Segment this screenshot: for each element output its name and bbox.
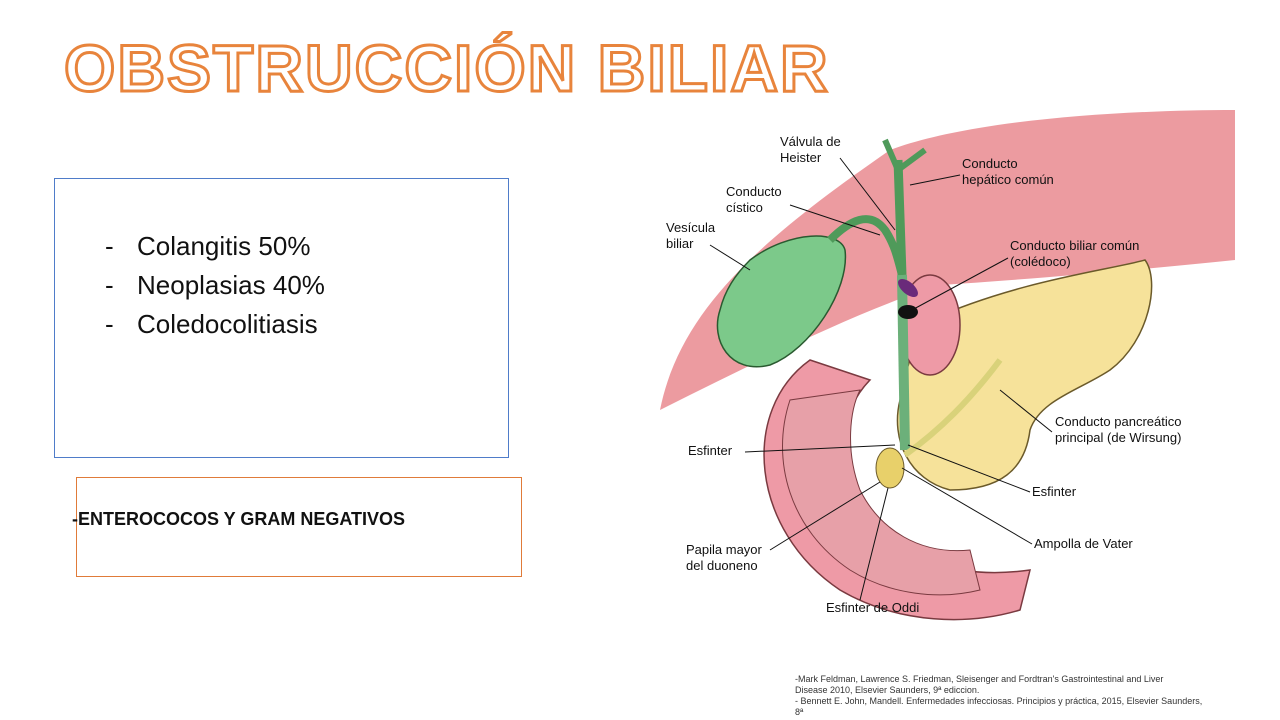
cause-text: Coledocolitiasis (137, 309, 318, 339)
label-ampolla-vater: Ampolla de Vater (1034, 536, 1133, 551)
label-hepatico-comun-2: hepático común (962, 172, 1054, 187)
bacteria-box (76, 477, 522, 577)
cause-text: Neoplasias 40% (137, 270, 325, 300)
slide-title: OBSTRUCCIÓN BILIAR (63, 30, 830, 107)
label-conducto-cistico-2: cístico (726, 200, 763, 215)
reference-line: 8ª (795, 707, 804, 717)
bullet-dash: - (105, 270, 114, 300)
label-valvula-heister-2: Heister (780, 150, 822, 165)
reference-line: - Bennett E. John, Mandell. Enfermedades… (795, 696, 1203, 706)
label-vesicula-biliar-2: biliar (666, 236, 694, 251)
label-esfinter-oddi: Esfinter de Oddi (826, 600, 919, 615)
label-conducto-cistico: Conducto (726, 184, 782, 199)
label-vesicula-biliar: Vesícula (666, 220, 716, 235)
biliary-stone (898, 305, 918, 319)
common-bile-duct (897, 274, 910, 451)
label-papila-mayor: Papila mayor (686, 542, 763, 557)
cause-item: -Neoplasias 40% (105, 266, 325, 305)
label-wirsung-2: principal (de Wirsung) (1055, 430, 1181, 445)
biliary-anatomy-figure: Válvula de Heister Conducto cístico Vesí… (660, 110, 1235, 621)
hepatic-branch-right (896, 147, 927, 173)
references: -Mark Feldman, Lawrence S. Friedman, Sle… (795, 674, 1280, 718)
duodenum-inner (782, 389, 981, 596)
causes-list: -Colangitis 50% -Neoplasias 40% -Coledoc… (105, 227, 325, 344)
label-esfinter-right: Esfinter (1032, 484, 1077, 499)
label-wirsung: Conducto pancreático (1055, 414, 1181, 429)
ampulla-shape (875, 447, 905, 489)
cause-text: Colangitis 50% (137, 231, 311, 261)
label-papila-mayor-2: del duoneno (686, 558, 758, 573)
label-esfinter-left: Esfinter (688, 443, 733, 458)
reference-line: Disease 2010, Elsevier Saunders, 9ª edic… (795, 685, 980, 695)
gallbladder-shape (716, 235, 847, 368)
label-valvula-heister: Válvula de (780, 134, 841, 149)
hepatic-duct (893, 159, 907, 276)
biliary-stone (898, 279, 918, 297)
bullet-dash: - (105, 231, 114, 261)
cause-item: -Coledocolitiasis (105, 305, 325, 344)
bacteria-text: -ENTEROCOCOS Y GRAM NEGATIVOS (72, 509, 406, 529)
bullet-dash: - (105, 309, 114, 339)
causes-box: -Colangitis 50% -Neoplasias 40% -Coledoc… (54, 178, 509, 458)
label-coledoco: Conducto biliar común (1010, 238, 1139, 253)
pancreatic-duct (903, 358, 1003, 458)
cause-item: -Colangitis 50% (105, 227, 325, 266)
label-hepatico-comun: Conducto (962, 156, 1018, 171)
reference-line: -Mark Feldman, Lawrence S. Friedman, Sle… (795, 674, 1164, 684)
hepatic-branch-left (882, 138, 901, 172)
leader-lines (709, 157, 1053, 601)
label-coledoco-2: (colédoco) (1010, 254, 1071, 269)
